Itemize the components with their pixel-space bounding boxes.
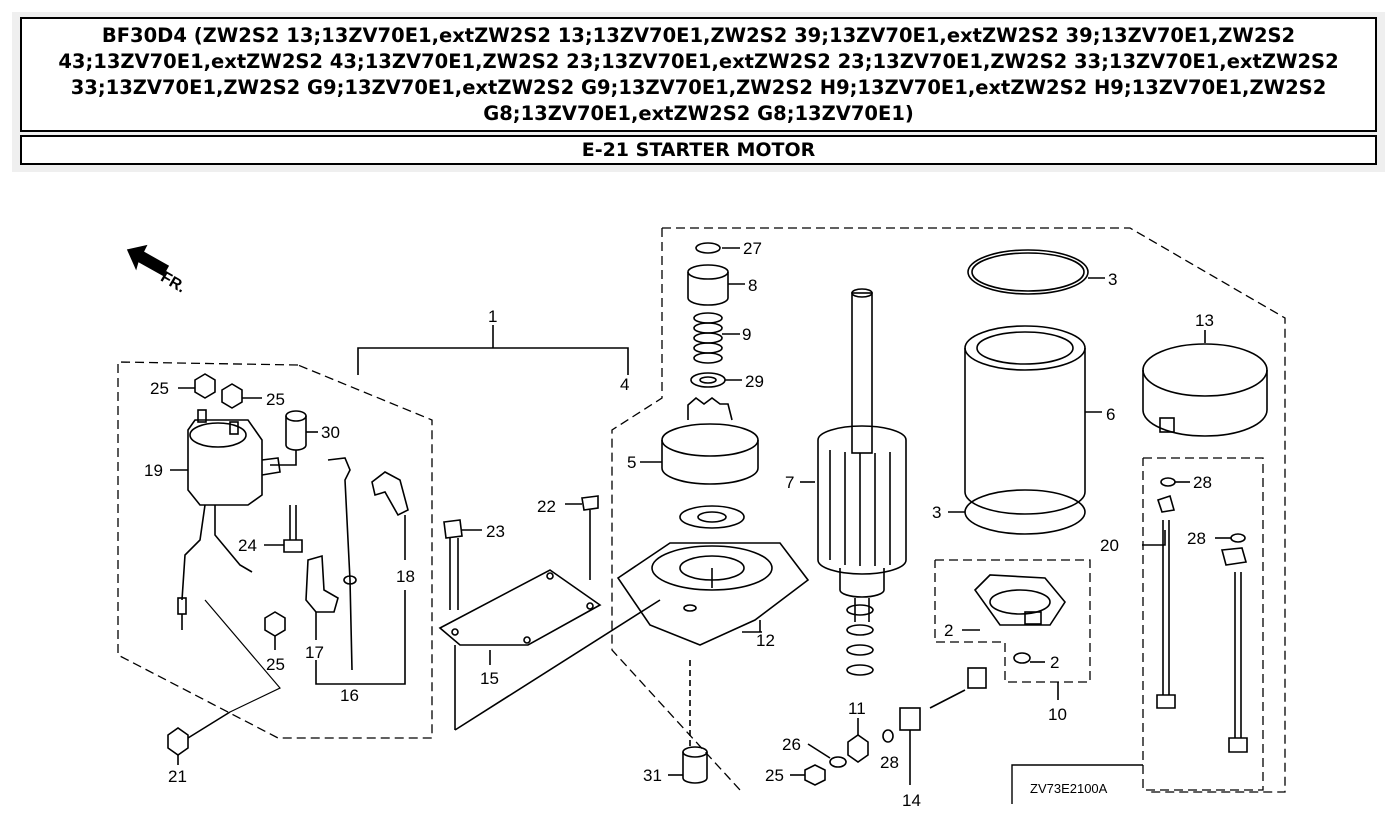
callout-18: 18 [396, 567, 415, 586]
part-18-boot [371, 471, 409, 560]
callout-8: 8 [748, 276, 757, 295]
part-21-bolt [167, 711, 231, 765]
armature-washers [846, 604, 874, 676]
part-27-circlip [695, 242, 740, 254]
callout-labels: FR. 27 8 9 29 5 4 1 3 6 3 13 7 28 28 20 … [144, 239, 1214, 810]
diagram-code: ZV73E2100A [1011, 764, 1143, 804]
callout-2-a: 2 [944, 621, 953, 640]
callout-20: 20 [1100, 536, 1119, 555]
callout-3-top: 3 [1108, 270, 1117, 289]
callout-11: 11 [848, 699, 866, 718]
part-3-o-ring-top [967, 249, 1089, 295]
part-28-small-washer [882, 729, 894, 743]
callout-15: 15 [480, 669, 499, 688]
section-title: E-21 STARTER MOTOR [581, 139, 816, 161]
callout-13: 13 [1195, 311, 1214, 330]
callout-2-b: 2 [1050, 653, 1059, 672]
part-16-cable [327, 457, 357, 671]
part-25-nut-3 [264, 611, 286, 637]
part-30-collar [270, 410, 318, 466]
callout-5: 5 [627, 453, 636, 472]
callout-28-a: 28 [1193, 473, 1212, 492]
callout-27: 27 [743, 239, 762, 258]
model-applicability-box: BF30D4 (ZW2S2 13;13ZV70E1,extZW2S2 13;13… [20, 17, 1377, 132]
callout-23: 23 [486, 522, 505, 541]
part-8-stop-collar [687, 264, 745, 306]
part-12-front-cover [616, 542, 810, 646]
callout-7: 7 [785, 473, 794, 492]
callout-24: 24 [238, 536, 257, 555]
part-6-yoke [964, 325, 1102, 515]
callout-4: 4 [620, 375, 629, 394]
callout-25-a: 25 [150, 379, 169, 398]
callout-26: 26 [782, 735, 801, 754]
part-19-solenoid [170, 409, 281, 630]
callout-25-d: 25 [765, 766, 784, 785]
part-10-brush-holder [962, 574, 1066, 664]
part-25-nut-lower [804, 764, 826, 786]
section-title-box: E-21 STARTER MOTOR [20, 135, 1377, 165]
pinion-washer [679, 505, 745, 529]
part-9-spring [693, 312, 740, 364]
callout-12: 12 [756, 631, 775, 650]
part-7-armature [800, 288, 907, 622]
callout-28-c: 28 [880, 753, 899, 772]
part-25-nut-1 [194, 373, 216, 399]
callout-29: 29 [745, 372, 764, 391]
callout-6: 6 [1106, 405, 1115, 424]
callout-16: 16 [340, 686, 359, 705]
callout-19: 19 [144, 461, 163, 480]
part-24-bolt [264, 505, 303, 553]
part-22-bolt [565, 495, 599, 580]
part-15-bracket-plate [438, 569, 602, 646]
callout-10: 10 [1048, 705, 1067, 724]
part-3-o-ring-bottom [964, 489, 1086, 535]
callout-31: 31 [643, 766, 662, 785]
callout-30: 30 [321, 423, 340, 442]
part-25-nut-2 [221, 383, 243, 409]
part-29-washer [690, 372, 742, 388]
callout-25-b: 25 [266, 390, 285, 409]
callout-1: 1 [488, 307, 497, 326]
group-outlines [117, 227, 1286, 793]
part-28-washer [1156, 477, 1248, 566]
part-26-washer [829, 756, 847, 768]
header-panel: BF30D4 (ZW2S2 13;13ZV70E1,extZW2S2 13;13… [12, 12, 1385, 172]
diagram-code-text: ZV73E2100A [1030, 781, 1108, 796]
model-text: BF30D4 (ZW2S2 13;13ZV70E1,extZW2S2 13;13… [58, 23, 1339, 125]
part-23-bolt [443, 519, 482, 610]
callout-9: 9 [742, 325, 751, 344]
part-31-collar [668, 660, 708, 784]
callout-14: 14 [902, 791, 921, 810]
callout-17: 17 [305, 643, 324, 662]
callout-22: 22 [537, 497, 556, 516]
part-11-nut [847, 718, 869, 763]
callout-25-c: 25 [266, 655, 285, 674]
front-direction-arrow-icon [126, 244, 170, 277]
part-17-cap [305, 554, 339, 640]
part-5-pinion-gear [640, 396, 759, 485]
part-13-rear-cover [1142, 330, 1268, 437]
part-20-through-bolts [1156, 520, 1248, 753]
part-14-terminal [899, 667, 987, 785]
callout-3-bottom: 3 [932, 503, 941, 522]
callout-28-b: 28 [1187, 529, 1206, 548]
callout-21: 21 [168, 767, 187, 786]
